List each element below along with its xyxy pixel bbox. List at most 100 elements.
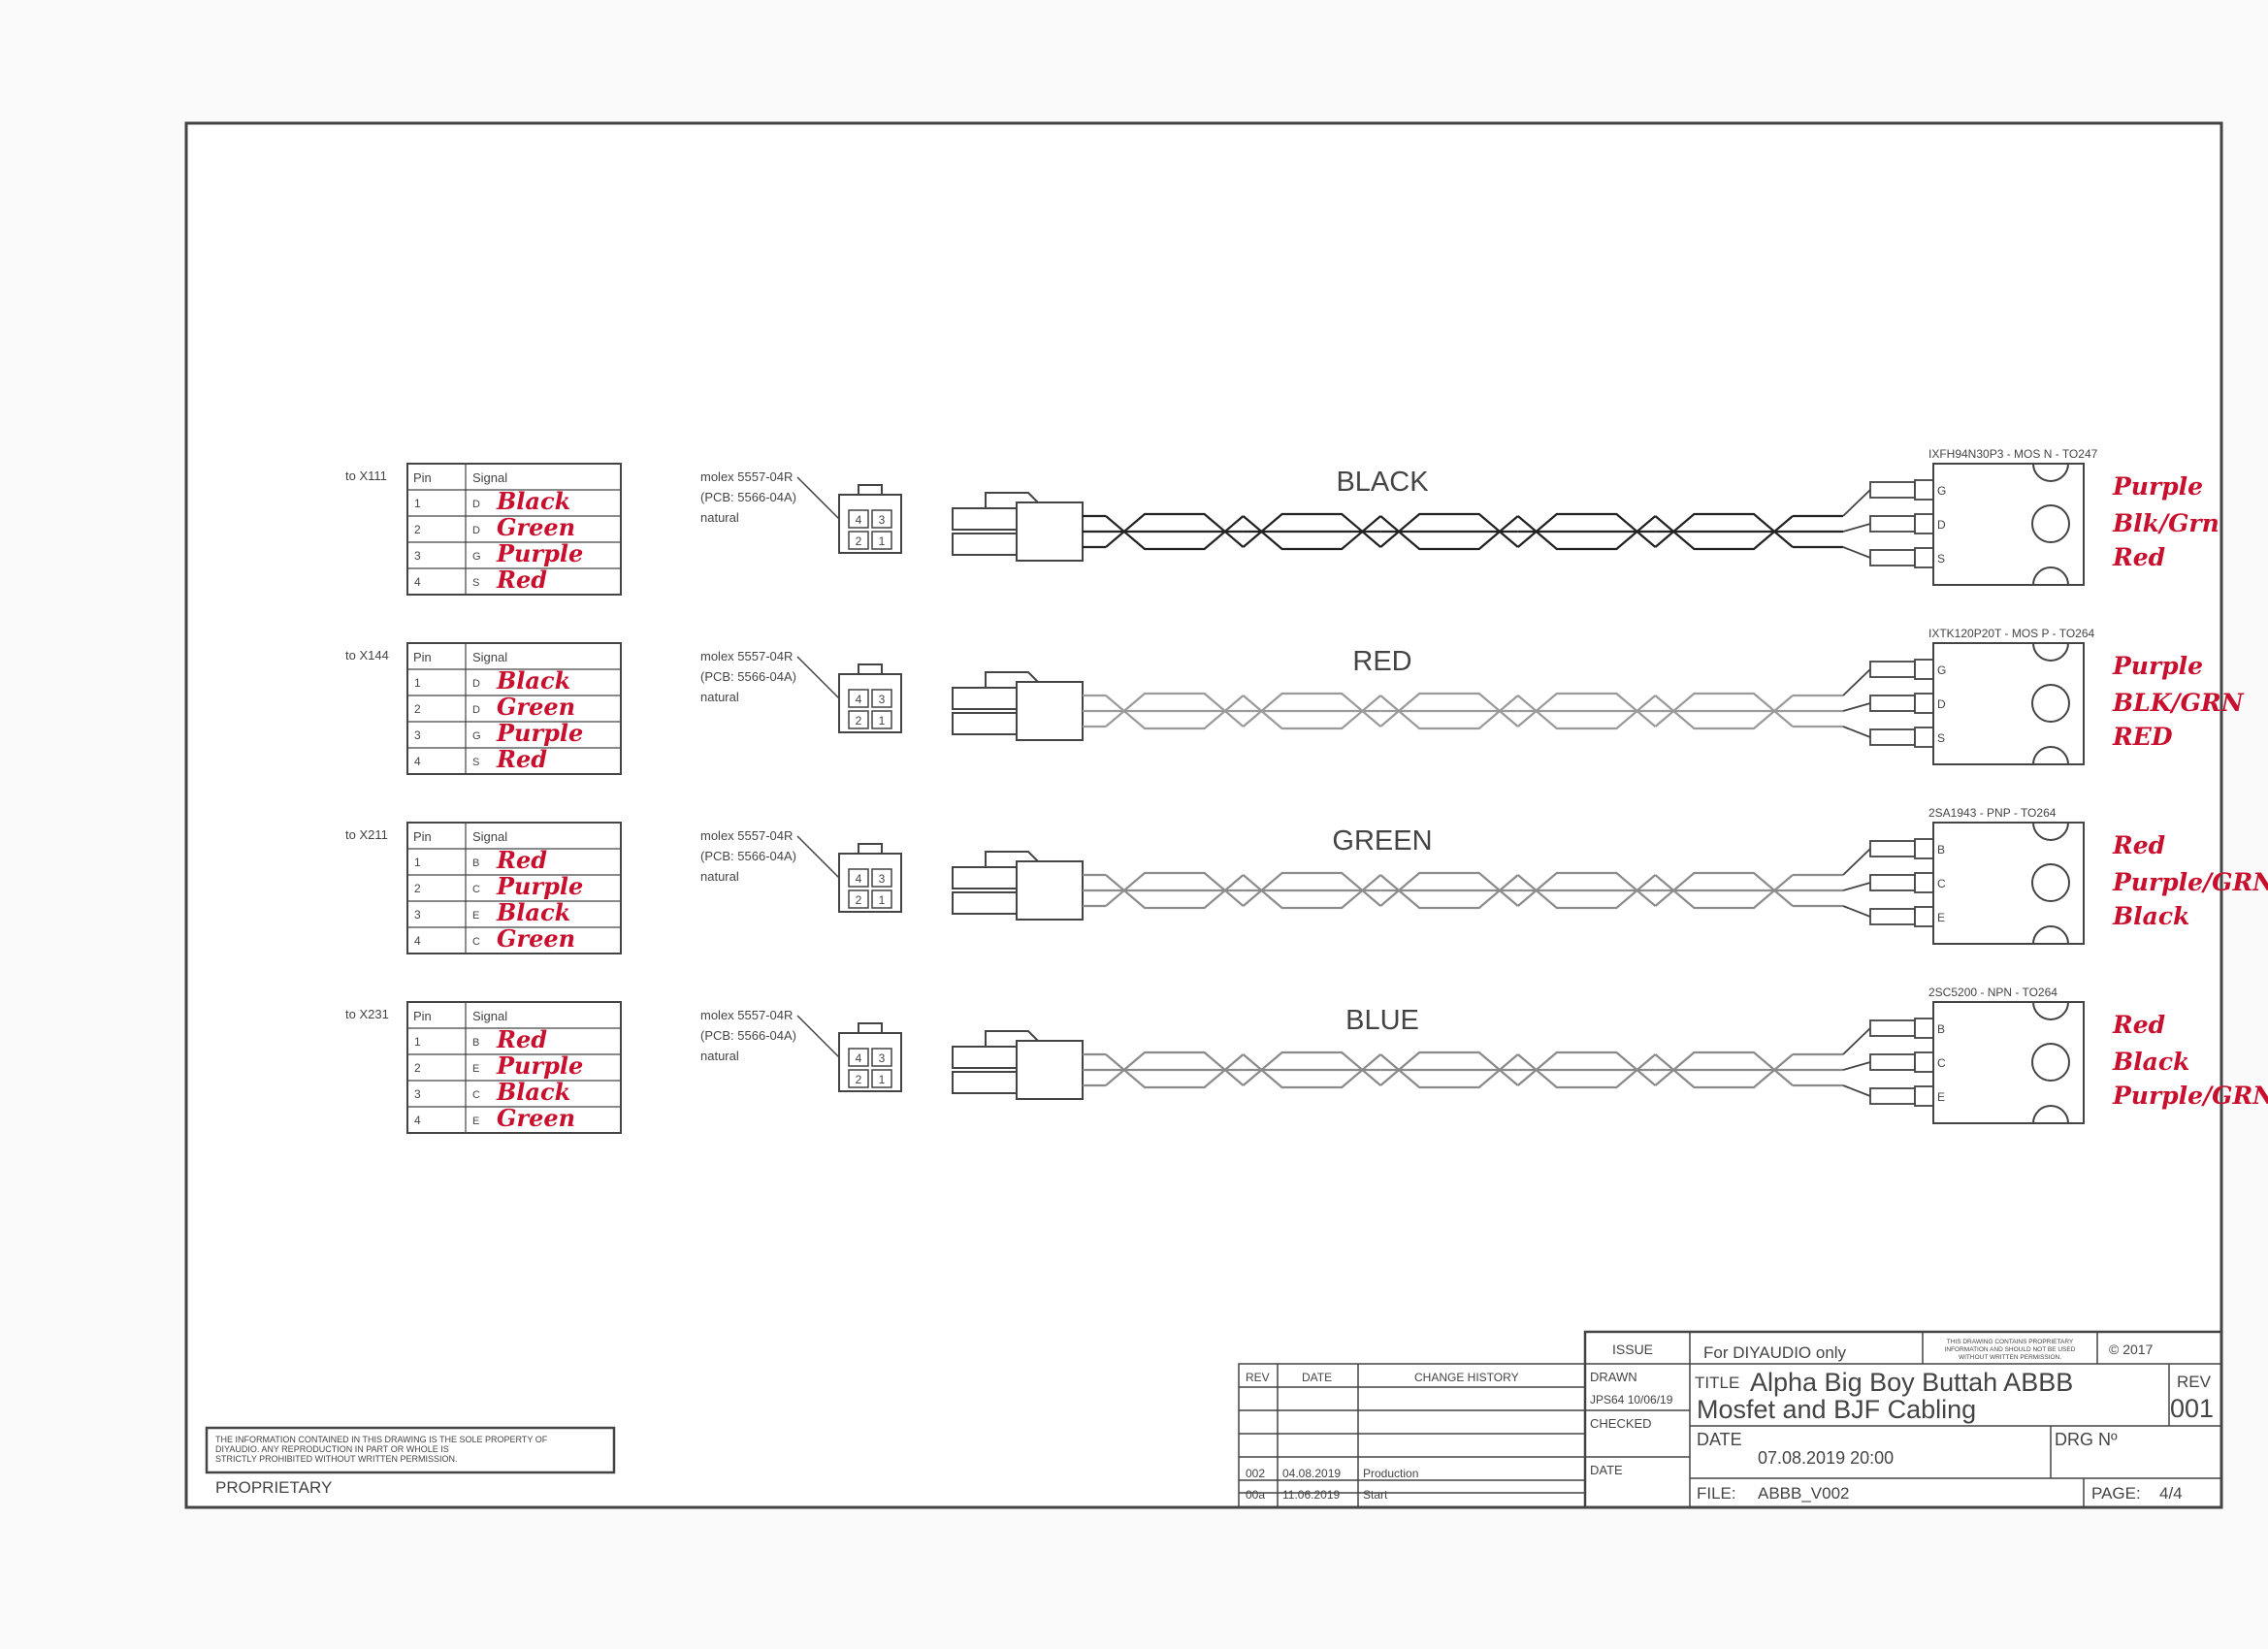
pin-signal-code: B [472,857,479,869]
plug-housing [1016,860,1084,921]
plug-latch [985,671,1041,688]
plug-housing [1016,501,1084,562]
proprietary-notice-line-3: STRICTLY PROHIBITED WITHOUT WRITTEN PERM… [215,1454,458,1464]
pin-signal-code: C [472,1089,480,1101]
device-pin-label: D [1937,518,1946,532]
device-lead-bend [1842,1084,1871,1097]
handwritten-signal-note: Black [496,666,570,695]
pin-table-header-signal: Signal [472,470,507,485]
device-lead-collar [1914,659,1934,680]
history-date-1: 04.08.2019 [1282,1467,1341,1480]
plug-body-top [952,866,1018,889]
pin-signal-code: E [472,910,479,922]
connector-cavity [848,868,869,888]
pin-signal-code: E [472,1063,479,1075]
device-lead-bend [1842,702,1871,712]
title-line-2: Mosfet and BJF Cabling [1697,1395,1976,1424]
handwritten-wire-note: Black [2112,1048,2189,1076]
device-part-number: IXFH94N30P3 - MOS N - TO247 [1928,447,2098,461]
connector-spec-line: molex 5557-04R [700,828,793,843]
issue-label: ISSUE [1612,1342,1653,1357]
device-lead-collar [1914,727,1934,748]
device-lead [1869,661,1916,678]
device-part-number: 2SC5200 - NPN - TO264 [1928,986,2057,999]
connector-spec-line: natural [700,510,739,525]
device-lead [1869,840,1916,857]
device-pin-label: S [1937,731,1945,745]
connector-pin-number: 1 [879,714,886,728]
device-lead-bend [1842,546,1871,559]
pin-number: 4 [414,934,421,948]
handwritten-wire-note: Purple [2112,472,2203,501]
pin-table-header-pin: Pin [413,1009,432,1023]
handwritten-wire-note: Red [2112,831,2165,859]
device-notch-top [2032,822,2069,841]
device-lead [1869,1019,1916,1037]
handwritten-signal-note: Green [497,513,575,541]
pin-table-frame [406,642,622,775]
date-side-label: DATE [1590,1463,1623,1477]
date-value: 07.08.2019 20:00 [1758,1448,1894,1468]
device-mounting-hole [2031,504,2070,543]
handwritten-signal-note: Black [496,487,570,515]
device-lead-bend [1842,905,1871,918]
device-mounting-hole [2031,684,2070,723]
handwritten-signal-note: Red [496,1025,547,1053]
connector-spec-line: molex 5557-04R [700,649,793,663]
connector-spec-line: (PCB: 5566-04A) [700,490,796,504]
pin-table-header-pin: Pin [413,829,432,844]
device-lead [1869,908,1916,925]
proprietary-notice-line-1: THE INFORMATION CONTAINED IN THIS DRAWIN… [215,1435,548,1444]
history-header-rev: REV [1246,1371,1270,1384]
device-lead-collar [1914,1051,1934,1073]
connector-pin-number: 3 [879,872,886,886]
connector-leader-line [796,1015,845,1063]
connector-cavity [848,1069,869,1088]
history-rev-2: 00a [1246,1488,1265,1502]
device-lead-bend [1842,726,1871,738]
pin-number: 2 [414,702,421,716]
pin-number: 1 [414,676,421,690]
connector-latch [858,484,883,496]
pin-signal-code: S [472,577,479,589]
device-pin-label: B [1937,1022,1945,1036]
plug-housing [1016,1040,1084,1100]
handwritten-wire-note: Black [2112,902,2189,930]
connector-cavity [848,889,869,909]
file-value: ABBB_V002 [1758,1484,1850,1503]
handwritten-signal-note: Black [496,1078,570,1106]
pin-number: 2 [414,1061,421,1075]
device-part-number: IXTK120P20T - MOS P - TO264 [1928,627,2095,640]
connector-pin-number: 4 [856,872,862,886]
checked-label: CHECKED [1590,1416,1652,1431]
device-lead-bend [1842,668,1871,696]
device-body [1932,1001,2085,1124]
device-lead [1869,874,1916,891]
history-rev-1: 002 [1246,1467,1265,1480]
plug-body-bottom [952,891,1018,915]
connector-latch [858,663,883,675]
device-lead-collar [1914,906,1934,927]
connector-cavity [871,689,892,708]
page-label: PAGE: [2091,1484,2141,1503]
pin-table-header-pin: Pin [413,650,432,664]
connector-cavity [871,868,892,888]
plug-body-bottom [952,712,1018,735]
issue-value: For DIYAUDIO only [1703,1343,1847,1362]
handwritten-wire-note: Red [2112,1011,2165,1039]
plug-body-top [952,1046,1018,1069]
handwritten-signal-note: Red [496,745,547,773]
device-lead-bend [1842,882,1871,891]
pin-signal-code: B [472,1037,479,1049]
pin-number: 3 [414,549,421,563]
history-change-2: Start [1363,1488,1388,1502]
title-line-1: Alpha Big Boy Buttah ABBB [1750,1368,2073,1397]
pin-table-header-pin: Pin [413,470,432,485]
device-lead [1869,515,1916,533]
cable-target-label: to X231 [345,1007,389,1021]
pin-signal-code: D [472,499,480,510]
wire-color-label: GREEN [1332,825,1432,857]
pin-number: 2 [414,523,421,536]
